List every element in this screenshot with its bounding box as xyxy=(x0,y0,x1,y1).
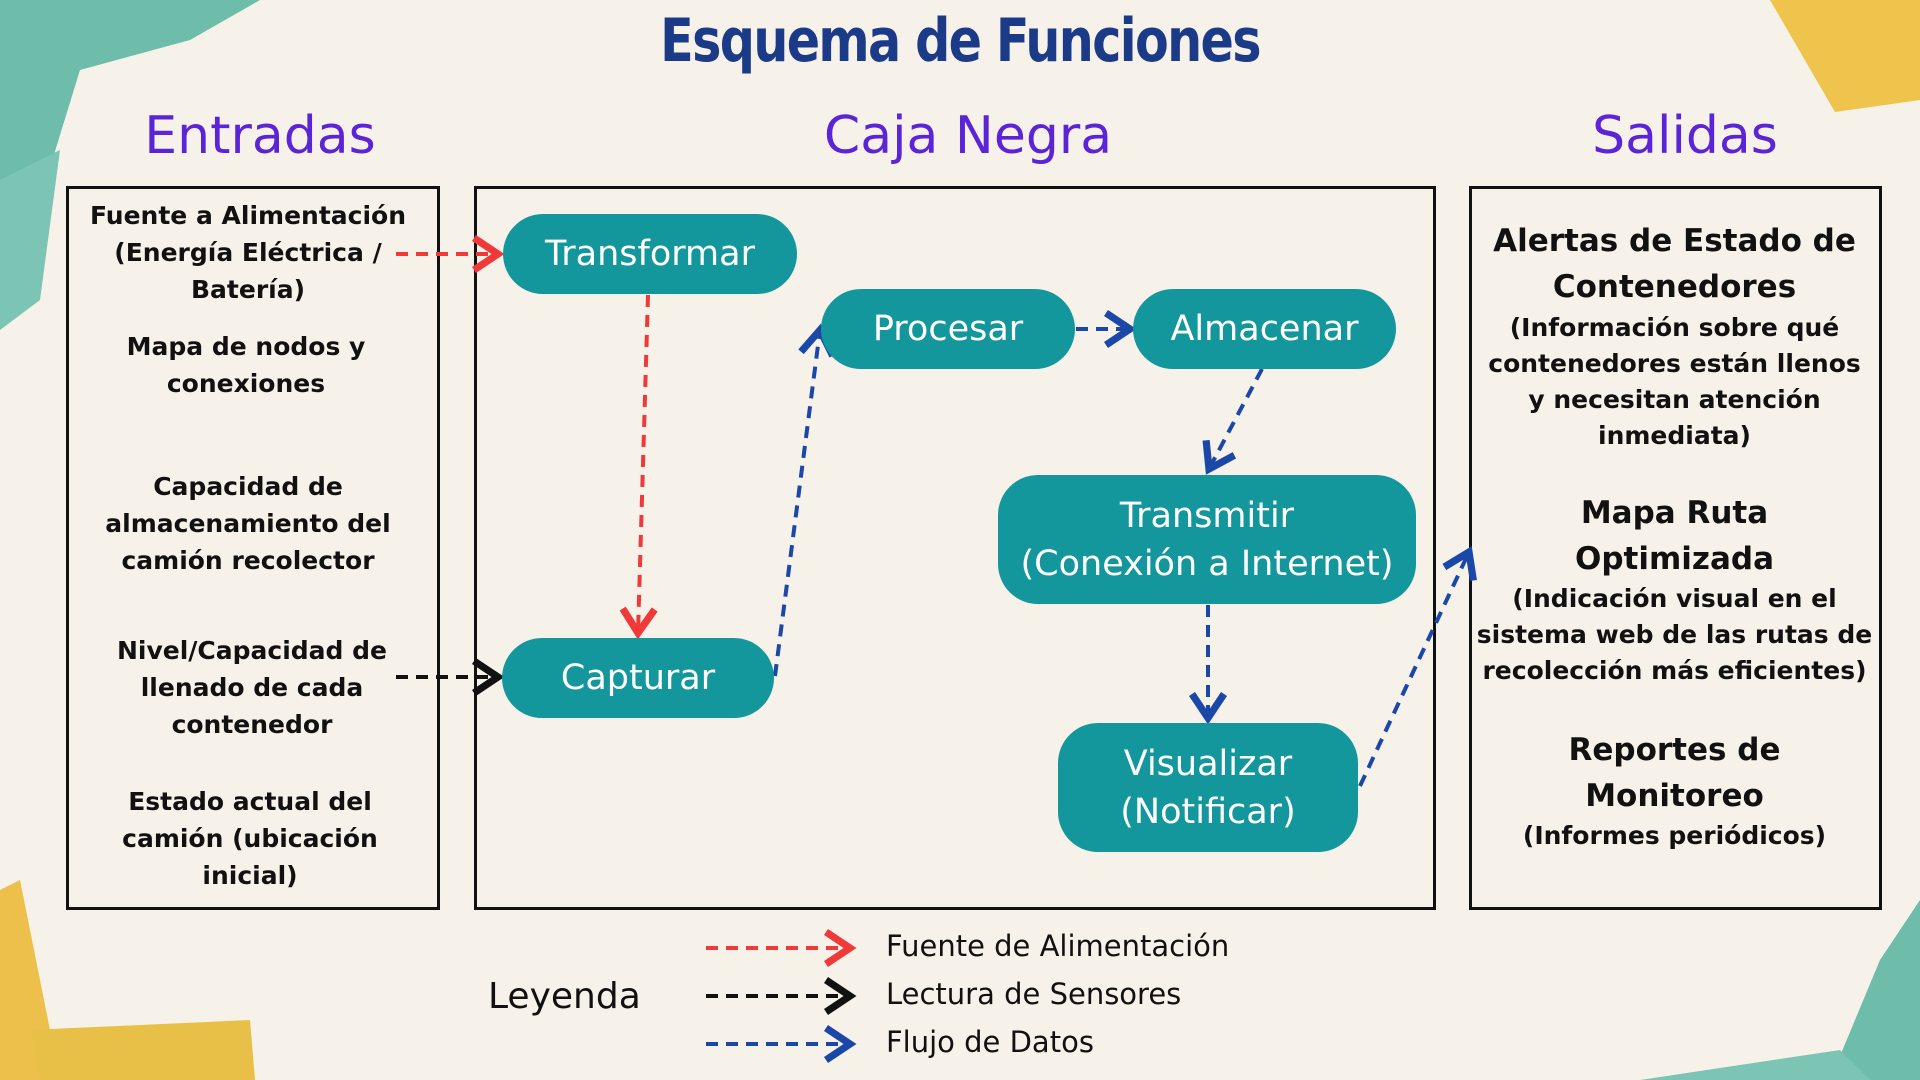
inputs-panel xyxy=(66,186,440,910)
node-procesar: Procesar xyxy=(821,289,1075,369)
node-almacenar: Almacenar xyxy=(1133,289,1396,369)
output-route-map-description: (Indicación visual en el sistema web de … xyxy=(1476,584,1873,685)
column-heading-inputs: Entradas xyxy=(144,106,376,166)
black-box-panel xyxy=(474,186,1436,910)
input-power-source: Fuente a Alimentación (Energía Eléctrica… xyxy=(89,201,407,304)
node-visualizar: Visualizar (Notificar) xyxy=(1058,723,1358,852)
node-capturar: Capturar xyxy=(502,638,774,718)
column-heading-black-box: Caja Negra xyxy=(823,106,1113,166)
arrow-transformar-to-capturar xyxy=(619,294,658,640)
decor-yellow-bottom-left-2 xyxy=(30,1020,255,1080)
input-fill-level: Nivel/Capacidad de llenado de cada conte… xyxy=(116,636,388,739)
output-reports-description: (Informes periódicos) xyxy=(1522,821,1827,850)
node-transformar: Transformar xyxy=(503,214,797,294)
column-heading-outputs: Salidas xyxy=(1592,106,1778,166)
output-route-map-title: Mapa Ruta Optimizada xyxy=(1575,495,1774,577)
decor-teal-left xyxy=(0,150,60,330)
node-transmitir: Transmitir (Conexión a Internet) xyxy=(998,475,1416,604)
output-alerts-description: (Información sobre qué contenedores está… xyxy=(1488,313,1861,450)
legend-label-sensors: Lectura de Sensores xyxy=(886,977,1182,1011)
page-title: Esquema de Funciones xyxy=(660,6,1261,76)
legend-title: Leyenda xyxy=(488,976,641,1017)
input-truck-capacity: Capacidad de almacenamiento del camión r… xyxy=(105,472,391,575)
decor-teal-top-left xyxy=(0,0,260,330)
arrow-almacenar-to-transmitir xyxy=(1202,368,1264,475)
decor-teal-bottom-right-2 xyxy=(1640,1050,1870,1080)
input-truck-status: Estado actual del camión (ubicación inic… xyxy=(122,787,378,890)
legend-label-power: Fuente de Alimentación xyxy=(886,929,1230,963)
decor-teal-bottom-right xyxy=(1830,900,1920,1080)
output-reports-title: Reportes de Monitoreo xyxy=(1568,732,1781,814)
input-node-map: Mapa de nodos y conexiones xyxy=(126,332,366,398)
decor-yellow-top-right xyxy=(1770,0,1920,112)
arrow-capturar-to-procesar xyxy=(773,323,836,677)
arrow-visualizar-to-outputs xyxy=(1358,546,1477,787)
legend-label-data: Flujo de Datos xyxy=(886,1025,1094,1059)
output-alerts-title: Alertas de Estado de Contenedores xyxy=(1493,223,1856,305)
